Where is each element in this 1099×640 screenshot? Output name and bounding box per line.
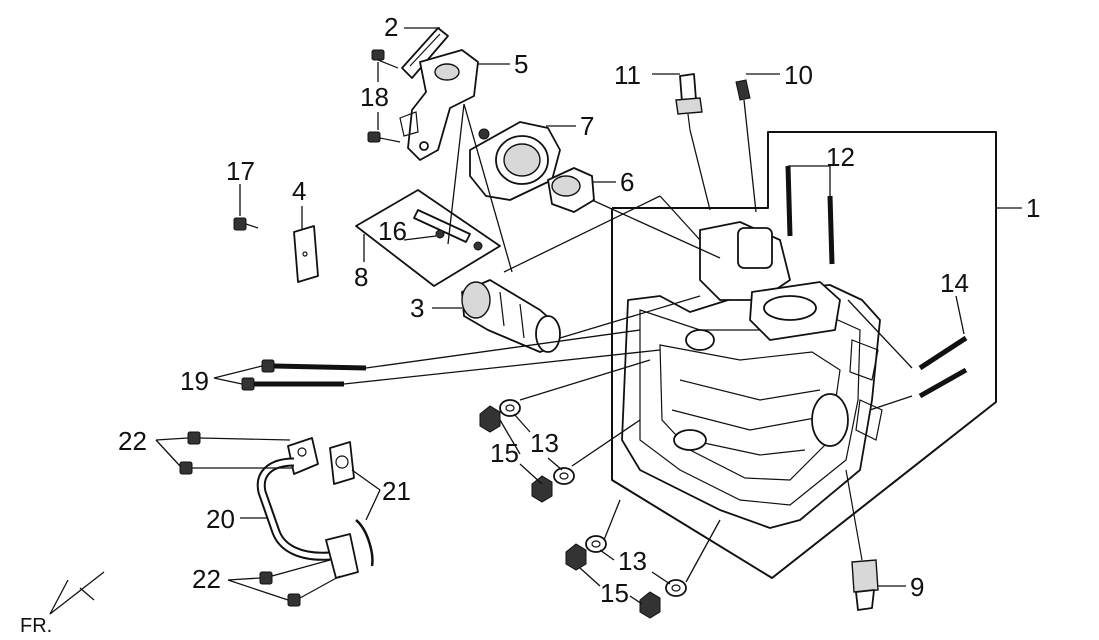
- part-1-cylinder-head: 1: [611, 131, 1040, 579]
- callout-17: 17: [226, 156, 255, 186]
- callout-13-lower: 13: [618, 546, 647, 576]
- part-21-gaskets: 21: [329, 441, 411, 567]
- callout-20: 20: [206, 504, 235, 534]
- callout-9: 9: [910, 572, 924, 602]
- part-13-15-fasteners-lower: 13 15: [565, 535, 687, 619]
- callout-18: 18: [360, 82, 389, 112]
- part-22-bolts-upper: 22: [118, 426, 292, 475]
- part-4-pad: 4: [292, 176, 319, 283]
- callout-12: 12: [826, 142, 855, 172]
- part-2-shim: 2: [384, 12, 449, 79]
- part-18-bolts: 18: [360, 49, 401, 143]
- callout-4: 4: [292, 176, 306, 206]
- part-11-sensor: 11: [614, 60, 703, 131]
- part-13-15-fasteners-upper: 15 13: [479, 399, 575, 503]
- part-19-long-bolts: 19: [180, 359, 367, 396]
- part-20-pipe: 20: [206, 437, 359, 579]
- front-label: FR.: [20, 615, 52, 637]
- callout-8: 8: [354, 262, 368, 292]
- part-22-bolts-lower: 22: [192, 559, 341, 607]
- callout-7: 7: [580, 111, 594, 141]
- callout-10: 10: [784, 60, 813, 90]
- callout-19: 19: [180, 366, 209, 396]
- part-3-camshaft: 3: [410, 279, 561, 353]
- part-5-bracket: 5: [399, 49, 528, 161]
- part-8-kit: 16 8: [354, 189, 501, 292]
- callout-22-lower: 22: [192, 564, 221, 594]
- callout-16: 16: [378, 216, 407, 246]
- part-10-sensor: 10: [735, 60, 813, 101]
- part-6-plug: 6: [547, 167, 634, 213]
- part-9-spark-plug: 9: [845, 469, 924, 611]
- assembly-leader-lines: [343, 99, 913, 583]
- callout-11: 11: [614, 60, 641, 90]
- part-12-studs: 12: [785, 142, 855, 265]
- callout-1: 1: [1026, 193, 1040, 223]
- callout-21: 21: [382, 476, 411, 506]
- callout-13-upper: 13: [530, 428, 559, 458]
- callout-22-upper: 22: [118, 426, 147, 456]
- callout-15-lower: 15: [600, 578, 629, 608]
- callout-14: 14: [940, 268, 969, 298]
- callout-15-upper: 15: [490, 438, 519, 468]
- part-14-studs: 14: [918, 268, 969, 399]
- callout-5: 5: [514, 49, 528, 79]
- callout-3: 3: [410, 293, 424, 323]
- callout-6: 6: [620, 167, 634, 197]
- front-orientation-mark: FR.: [20, 571, 105, 637]
- part-17-bolt: 17: [226, 156, 259, 231]
- callout-2: 2: [384, 12, 398, 42]
